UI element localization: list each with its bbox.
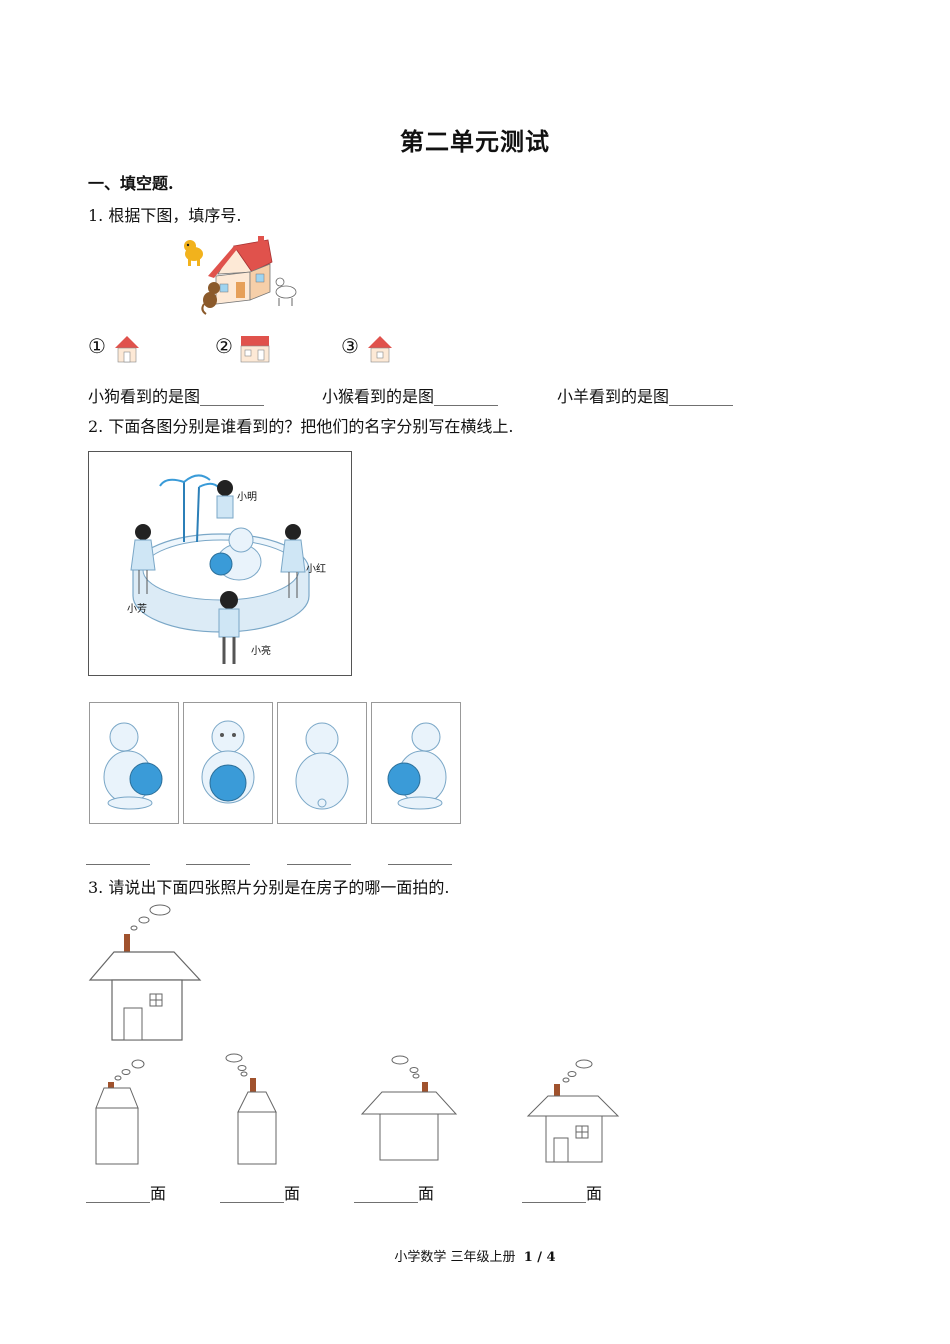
bear-back-icon [295, 722, 349, 810]
photo-side-view-1-icon [95, 1059, 145, 1165]
q2-blank-4[interactable]: ________ [388, 846, 452, 865]
footer-subject: 小学数学 三年级上册 [394, 1250, 516, 1265]
label-xiaohong: 小红 [306, 564, 326, 575]
option-3-house-icon [368, 336, 392, 363]
bear-card-4 [371, 702, 461, 824]
q3-blank-4[interactable]: ________面 [522, 1184, 603, 1203]
label-xiaofang: 小芳 [127, 604, 147, 615]
q3-blank-3[interactable]: ________面 [354, 1184, 435, 1203]
bear-icon [209, 527, 262, 581]
reference-house-icon [88, 904, 202, 1041]
q1-blank-dog[interactable]: 小狗看到的是图________ [88, 387, 265, 406]
bear-card-1 [89, 702, 179, 824]
label-xiaoming: 小明 [237, 492, 257, 503]
q3-blank-2[interactable]: ________面 [220, 1184, 301, 1203]
tree-icon [159, 474, 222, 543]
option-2-label: ② [215, 334, 233, 358]
pool-scene-illustration [130, 474, 310, 664]
option-2-house-icon [240, 336, 270, 363]
q2-blank-2[interactable]: ________ [186, 846, 250, 865]
option-1-label: ① [88, 334, 106, 358]
house-icon [208, 236, 273, 305]
bear-front-icon [201, 720, 255, 804]
q1-blank-monkey[interactable]: 小猴看到的是图________ [322, 387, 499, 406]
bear-side-right-icon [103, 722, 163, 810]
kid-xiaoliang-icon [218, 591, 240, 664]
photo-front-view-icon [526, 1059, 620, 1163]
footer-page-number: 1 / 4 [523, 1250, 556, 1265]
q2-blank-1[interactable]: ________ [86, 846, 150, 865]
option-3-label: ③ [341, 334, 359, 358]
q3-blank-1[interactable]: ________面 [86, 1184, 167, 1203]
pool-scene-frame: 小明 小红 小芳 小亮 [88, 451, 352, 676]
bear-side-left-icon [387, 722, 447, 810]
question-3-prompt: 3. 请说出下面四张照片分别是在房子的哪一面拍的. [88, 878, 450, 897]
goat-icon [275, 277, 297, 306]
q1-blank-goat[interactable]: 小羊看到的是图________ [557, 387, 734, 406]
question-2-prompt: 2. 下面各图分别是谁看到的？把他们的名字分别写在横线上. [88, 417, 514, 436]
page-title: 第二单元测试 [400, 127, 550, 156]
q2-blank-3[interactable]: ________ [287, 846, 351, 865]
page-footer: 小学数学 三年级上册 1 / 4 [0, 1246, 950, 1265]
question-1-prompt: 1. 根据下图，填序号. [88, 206, 242, 225]
option-1-house-icon [115, 336, 139, 363]
kid-xiaofang-icon [130, 524, 156, 594]
kid-xiaohong-icon [280, 524, 306, 598]
house-with-animals-illustration [184, 236, 297, 315]
section-heading: 一、填空题. [88, 174, 174, 193]
photo-back-view-icon [360, 1055, 458, 1161]
bear-card-2 [183, 702, 273, 824]
label-xiaoliang: 小亮 [251, 646, 271, 657]
monkey-icon [201, 282, 220, 315]
photo-side-view-2-icon [225, 1053, 277, 1165]
bear-card-3 [277, 702, 367, 824]
dog-icon [184, 240, 203, 266]
kid-xiaoming-icon [216, 480, 234, 519]
